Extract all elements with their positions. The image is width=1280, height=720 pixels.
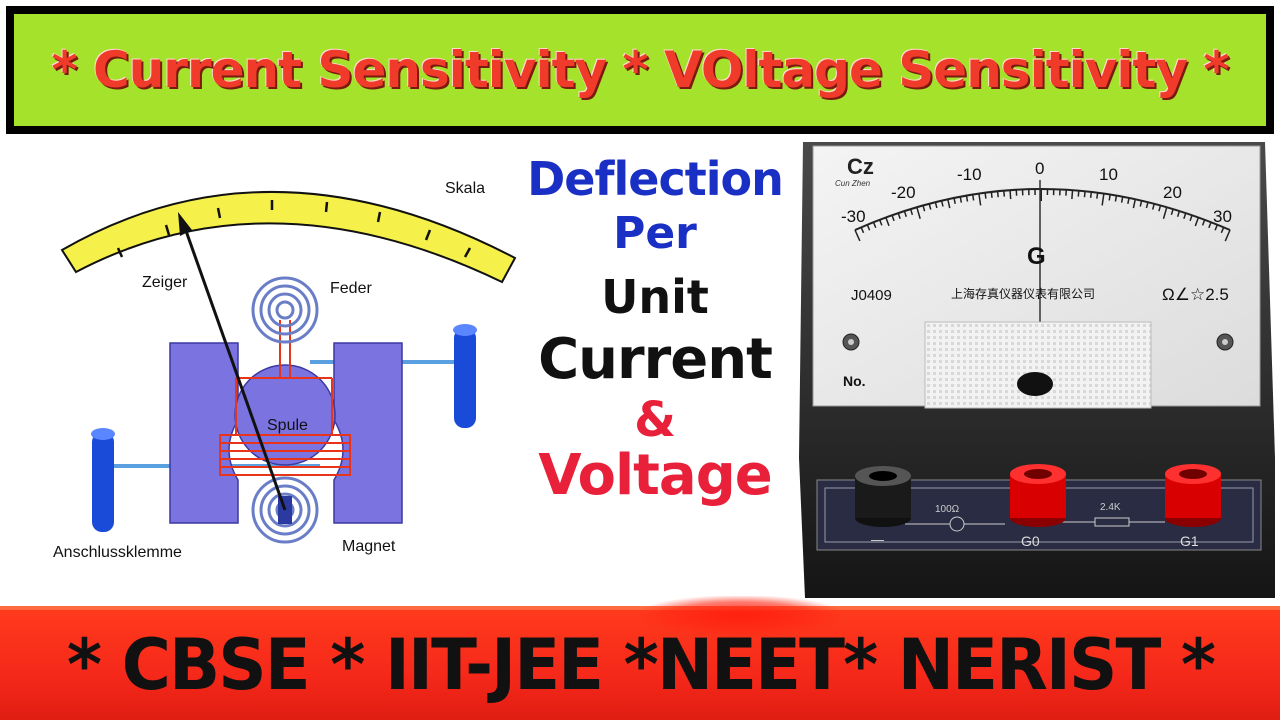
label-spring: Feder	[330, 280, 372, 297]
galvanometer-photo: Cz Cun Zhen -30 -20 -10 0 10 20 30 G J04…	[795, 138, 1280, 608]
text-voltage: Voltage	[538, 443, 773, 508]
center-text: Deflection Per Unit Current & Voltage	[505, 150, 805, 570]
meter-scale-tick	[1220, 227, 1225, 234]
resistor-label-2: 2.4K	[1100, 502, 1121, 513]
terminal-label-1: —	[871, 532, 884, 547]
scale-label-neg20: -20	[891, 183, 916, 202]
label-coil: Spule	[267, 417, 308, 434]
meter-scale-tick	[996, 191, 999, 198]
meter-scale-tick	[971, 194, 975, 201]
meter-logo: Cz	[847, 154, 874, 179]
meter-scale-tick	[965, 195, 969, 202]
text-per: Per	[613, 208, 697, 259]
meter-model: J0409	[851, 287, 892, 304]
meter-scale-tick	[1083, 191, 1086, 198]
meter-scale-tick	[922, 205, 926, 212]
meter-scale-tick	[854, 229, 861, 242]
label-magnet: Magnet	[342, 538, 396, 555]
meter-scale-tick	[978, 193, 982, 206]
meter-scale-tick	[1077, 190, 1080, 197]
terminal-knob-red-2	[1165, 464, 1221, 527]
text-unit: Unit	[601, 270, 709, 324]
meter-symbol: G	[1027, 243, 1046, 270]
meter-scale-tick	[1096, 192, 1099, 199]
meter-scale-tick	[1071, 190, 1074, 200]
meter-scale-tick	[984, 192, 987, 199]
meter-maker: 上海存真仪器仪表有限公司	[951, 286, 1095, 301]
top-banner-title: * Current Sensitivity * VOltage Sensitiv…	[51, 41, 1229, 99]
meter-scale-tick	[1224, 229, 1231, 242]
scale-label-neg10: -10	[957, 165, 982, 184]
meter-scale-tick	[897, 212, 901, 220]
meter-scale-tick	[947, 199, 951, 209]
magnet-right	[333, 342, 403, 524]
meter-scale-tick	[891, 214, 895, 222]
meter-scale-tick	[872, 221, 877, 229]
scale-label-neg30: -30	[841, 207, 866, 226]
meter-scale-tick	[903, 210, 907, 217]
resistor-label-1: 100Ω	[935, 504, 960, 515]
meter-scale-tick	[1120, 196, 1124, 203]
scale-label-10: 10	[1099, 165, 1118, 184]
meter-scale-tick	[1176, 210, 1181, 217]
meter-scale-tick	[934, 201, 938, 209]
terminal-knob-red-1	[1010, 464, 1066, 527]
meter-logo-sub: Cun Zhen	[835, 179, 871, 188]
spring-top	[251, 276, 319, 344]
scale-label-30: 30	[1213, 207, 1232, 226]
meter-scale-tick	[1145, 201, 1149, 209]
meter-scale-tick	[1114, 195, 1118, 202]
meter-scale-tick	[1208, 221, 1212, 229]
meter-scale-tick	[1194, 217, 1200, 227]
meter-serial-label: No.	[843, 373, 866, 389]
meter-scale-tick	[953, 197, 956, 204]
meter-scale-tick	[1101, 193, 1105, 206]
label-terminal: Anschlussklemme	[53, 544, 182, 561]
pointer-needle	[183, 227, 287, 511]
meter-scale-tick	[909, 208, 914, 216]
scale-arc	[60, 190, 517, 284]
meter-scale-tick	[1151, 203, 1155, 210]
meter-scale-tick	[990, 191, 993, 198]
meter-scale-tick	[1162, 207, 1168, 219]
meter-scale-tick	[959, 196, 963, 203]
meter-scale-tick	[1201, 219, 1206, 226]
meter-scale-tick	[940, 200, 944, 207]
meter-scale-tick	[916, 207, 921, 219]
meter-scale-tick	[878, 219, 883, 226]
meter-scale-tick	[1189, 214, 1193, 222]
meter-scale-tick	[866, 224, 871, 231]
meter-scale-tick	[1089, 191, 1093, 198]
terminal-knob-black	[855, 466, 911, 527]
text-current: Current	[538, 327, 773, 392]
magnet-left	[169, 342, 239, 524]
meter-scale-tick	[1183, 212, 1187, 220]
meter-scale-tick	[1158, 205, 1162, 212]
terminal-label-2: G0	[1021, 533, 1040, 549]
meter-scale-tick	[1127, 197, 1130, 204]
top-banner: * Current Sensitivity * VOltage Sensitiv…	[6, 6, 1274, 134]
scale-label-20: 20	[1163, 183, 1182, 202]
meter-scale-tick	[1132, 199, 1137, 209]
meter-scale-tick	[860, 227, 865, 234]
label-scale: Skala	[445, 180, 485, 197]
meter-scale-tick	[928, 203, 932, 210]
meter-class-marks: Ω∠☆2.5	[1162, 285, 1229, 304]
terminal-label-3: G1	[1180, 533, 1199, 549]
text-ampersand: &	[634, 392, 676, 448]
text-deflection: Deflection	[527, 152, 784, 206]
meter-scale-tick	[1139, 200, 1143, 207]
meter-scale-tick	[1108, 194, 1111, 201]
top-banner-inner: * Current Sensitivity * VOltage Sensitiv…	[14, 14, 1266, 126]
label-pointer: Zeiger	[142, 274, 188, 291]
bottom-glow	[640, 596, 840, 636]
bottom-banner-title: * CBSE * IIT-JEE *NEET* NERIST *	[66, 624, 1215, 706]
meter-scale-tick	[1009, 190, 1012, 200]
meter-scale-tick	[1170, 208, 1174, 216]
meter-scale-tick	[885, 217, 890, 227]
meter-scale-tick	[1214, 224, 1219, 231]
galvanometer-diagram: Skala Zeiger Feder Spule Anschlussklemme…	[40, 160, 520, 580]
meter-scale-tick	[1003, 190, 1006, 197]
scale-label-0: 0	[1035, 159, 1044, 178]
